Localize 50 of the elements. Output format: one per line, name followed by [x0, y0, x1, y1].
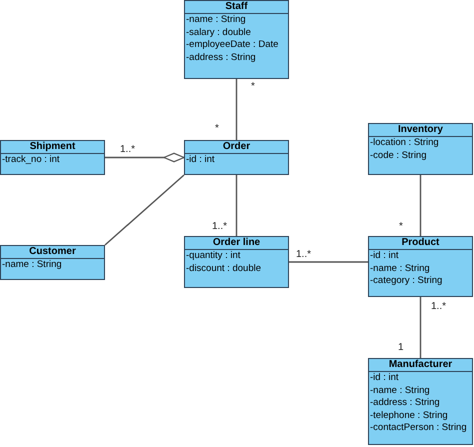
association-line — [420, 175, 422, 236]
association-line — [289, 261, 368, 263]
class-box — [368, 236, 473, 297]
multiplicity-label: * — [251, 81, 255, 92]
class-name: Inventory — [369, 124, 472, 137]
class-box — [0, 245, 105, 280]
attribute-text: -id : int — [369, 250, 400, 262]
multiplicity-label: 1..* — [431, 301, 446, 312]
class-box — [184, 140, 289, 175]
attribute-text: -name : String — [369, 384, 431, 397]
attribute-text: -location : String — [369, 137, 440, 150]
attribute-text: -name : String — [1, 259, 63, 272]
association-line — [104, 174, 184, 246]
attribute-text: -address : String — [369, 397, 441, 410]
multiplicity-label: 1 — [398, 342, 404, 353]
attribute-text: -category : String — [369, 275, 444, 288]
aggregation-line — [105, 152, 185, 162]
attribute-text: -contactPerson : String — [369, 422, 468, 434]
attribute-text: -code : String — [369, 150, 428, 162]
attribute-text: -telephone : String — [369, 410, 449, 422]
association-line — [236, 175, 238, 236]
multiplicity-label: 1..* — [296, 249, 312, 260]
class-name: Manufacturer — [369, 359, 472, 372]
class-box — [184, 236, 289, 288]
class-name: Order line — [185, 237, 288, 250]
association-line — [420, 297, 422, 358]
class-box — [368, 123, 473, 175]
class-name: Shipment — [1, 141, 104, 154]
attribute-text: -discount : double — [185, 262, 262, 275]
attribute-text: -id : int — [185, 154, 216, 166]
class-name: Order — [185, 141, 288, 154]
attribute-text: -id : int — [369, 372, 400, 384]
attribute-text: -name : String — [369, 262, 431, 275]
multiplicity-label: * — [215, 123, 219, 134]
class-box — [368, 358, 473, 445]
attribute-text: -address : String — [185, 52, 257, 64]
class-name: Product — [369, 237, 472, 250]
class-name: Customer — [1, 246, 104, 259]
multiplicity-label: 1..* — [120, 144, 136, 155]
multiplicity-label: 1..* — [212, 221, 228, 232]
class-box — [0, 140, 105, 175]
attribute-text: -salary : double — [185, 26, 252, 39]
association-line — [236, 79, 238, 140]
multiplicity-label: * — [399, 221, 403, 232]
class-name: Staff — [185, 1, 288, 14]
attribute-text: -name : String — [185, 14, 247, 26]
attribute-text: -quantity : int — [185, 250, 242, 262]
attribute-text: -track_no : int — [1, 154, 61, 166]
class-box — [184, 0, 289, 79]
attribute-text: -employeeDate : Date — [185, 39, 280, 52]
